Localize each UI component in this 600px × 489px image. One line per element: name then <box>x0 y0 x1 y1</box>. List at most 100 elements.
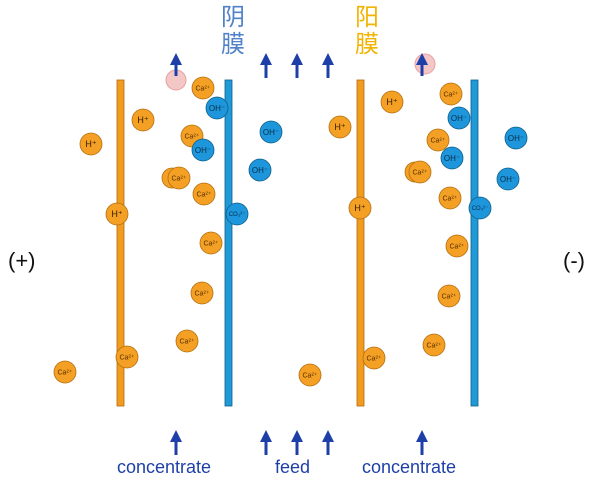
cation-membrane-left <box>116 79 125 407</box>
negative-electrode-label: (-) <box>563 248 585 273</box>
hydrogen-ion: H⁺ <box>131 108 155 132</box>
calcium-ion: Ca²⁺ <box>298 363 322 387</box>
hydroxide-ion-label: OH⁻ <box>508 134 524 143</box>
hydrogen-ion: H⁺ <box>105 202 129 226</box>
calcium-ion-shape <box>422 333 446 357</box>
hydroxide-ion: OH⁻ <box>259 120 283 144</box>
calcium-ion-shape <box>438 186 462 210</box>
hydroxide-ion-shape <box>504 126 528 150</box>
calcium-ion-shape <box>191 76 215 100</box>
hydroxide-ion: OH⁻ <box>447 106 471 130</box>
calcium-ion: Ca²⁺ <box>422 333 446 357</box>
gas-bubble-right <box>414 53 436 75</box>
calcium-ion-label: Ca²⁺ <box>180 338 195 345</box>
calcium-ion-shape <box>445 234 469 258</box>
calcium-ion-shape <box>192 182 216 206</box>
hydrogen-ion-label: H⁺ <box>354 203 365 213</box>
calcium-ion-shape <box>408 160 432 184</box>
hydrogen-ion-shape <box>131 108 155 132</box>
positive-electrode-label: (+) <box>8 248 36 273</box>
hydrogen-ion-shape <box>348 196 372 220</box>
calcium-ion-label: Ca²⁺ <box>204 240 219 247</box>
calcium-ion-label: Ca²⁺ <box>442 293 457 300</box>
hydroxide-ion-shape <box>440 146 464 170</box>
hydrogen-ion: H⁺ <box>328 115 352 139</box>
anion-membrane-label: 阴膜 <box>221 3 245 58</box>
hydrogen-ion-label: H⁺ <box>111 209 122 219</box>
calcium-ion-label: Ca²⁺ <box>413 169 428 176</box>
calcium-ion-shape <box>298 363 322 387</box>
cation-membrane-right <box>356 79 365 407</box>
calcium-ion-label: Ca²⁺ <box>450 243 465 250</box>
calcium-ion-shape <box>53 360 77 384</box>
calcium-ion: Ca²⁺ <box>167 166 191 190</box>
calcium-ion: Ca²⁺ <box>175 329 199 353</box>
calcium-ion: Ca²⁺ <box>437 284 461 308</box>
calcium-ion-label: Ca²⁺ <box>303 372 318 379</box>
calcium-ion-shape <box>426 128 450 152</box>
calcium-ion: Ca²⁺ <box>115 345 139 369</box>
hydrogen-ion-shape <box>328 115 352 139</box>
calcium-ion: Ca²⁺ <box>190 281 214 305</box>
calcium-ion-label: Ca²⁺ <box>172 175 187 182</box>
hydroxide-ion-label: OH⁻ <box>263 128 279 137</box>
calcium-ion-shape <box>175 329 199 353</box>
hydroxide-ion-shape <box>191 138 215 162</box>
concentrate-right-label: concentrate <box>362 457 457 477</box>
calcium-ion-label: Ca²⁺ <box>58 369 73 376</box>
hydrogen-ion: H⁺ <box>79 132 103 156</box>
hydroxide-ion: OH⁻ <box>440 146 464 170</box>
carbonate-ion-shape <box>225 202 249 226</box>
hydrogen-ion-label: H⁺ <box>334 122 345 132</box>
carbonate-ion-label: CO₃²⁻ <box>229 212 246 218</box>
carbonate-ion-label: CO₃²⁻ <box>472 206 489 212</box>
hydroxide-ion-label: OH⁻ <box>195 146 211 155</box>
calcium-ion-label: Ca²⁺ <box>120 354 135 361</box>
hydrogen-ion-shape <box>105 202 129 226</box>
hydrogen-ion-shape <box>380 90 404 114</box>
calcium-ion-shape <box>437 284 461 308</box>
calcium-ion: Ca²⁺ <box>53 360 77 384</box>
calcium-ion-shape <box>190 281 214 305</box>
calcium-ion: Ca²⁺ <box>438 186 462 210</box>
calcium-ion: Ca²⁺ <box>439 82 463 106</box>
calcium-ion-label: Ca²⁺ <box>444 91 459 98</box>
calcium-ion-label: Ca²⁺ <box>197 191 212 198</box>
anion-membrane-left <box>224 79 233 407</box>
cation-membrane-label: 阳膜 <box>355 3 379 58</box>
hydroxide-ion-label: OH⁻ <box>209 104 225 113</box>
hydrogen-ion-shape <box>79 132 103 156</box>
hydroxide-ion: OH⁻ <box>205 96 229 120</box>
hydrogen-ion: H⁺ <box>380 90 404 114</box>
calcium-ion-label: Ca²⁺ <box>427 342 442 349</box>
calcium-ion: Ca²⁺ <box>426 128 450 152</box>
calcium-ion-label: Ca²⁺ <box>431 137 446 144</box>
calcium-ion-shape <box>439 82 463 106</box>
anion-membrane-right <box>470 79 479 407</box>
hydroxide-ion: OH⁻ <box>248 158 272 182</box>
carbonate-ion-shape <box>468 196 492 220</box>
hydroxide-ion-shape <box>496 167 520 191</box>
calcium-ion-label: Ca²⁺ <box>196 85 211 92</box>
hydrogen-ion-label: H⁺ <box>85 139 96 149</box>
hydroxide-ion-label: OH⁻ <box>451 114 467 123</box>
hydroxide-ion-shape <box>205 96 229 120</box>
carbonate-ion: CO₃²⁻ <box>468 196 492 220</box>
calcium-ion-label: Ca²⁺ <box>185 133 200 140</box>
hydroxide-ion: OH⁻ <box>191 138 215 162</box>
calcium-ion-shape <box>199 231 223 255</box>
hydrogen-ion: H⁺ <box>348 196 372 220</box>
carbonate-ion: CO₃²⁻ <box>225 202 249 226</box>
ion-layer: H⁺ H⁺ H⁺ Ca²⁺ Ca²⁺ Ca²⁺ OH⁻ Ca²⁺ OH⁻ Ca²⁺ Ca²⁺ CO₃²… <box>53 76 528 387</box>
hydroxide-ion-shape <box>259 120 283 144</box>
hydroxide-ion-shape <box>447 106 471 130</box>
calcium-ion: Ca²⁺ <box>362 346 386 370</box>
calcium-ion: Ca²⁺ <box>191 76 215 100</box>
calcium-ion-shape <box>115 345 139 369</box>
hydroxide-ion-label: OH⁻ <box>444 154 460 163</box>
hydroxide-ion-label: OH⁻ <box>500 175 516 184</box>
calcium-ion-shape <box>362 346 386 370</box>
calcium-ion: Ca²⁺ <box>192 182 216 206</box>
